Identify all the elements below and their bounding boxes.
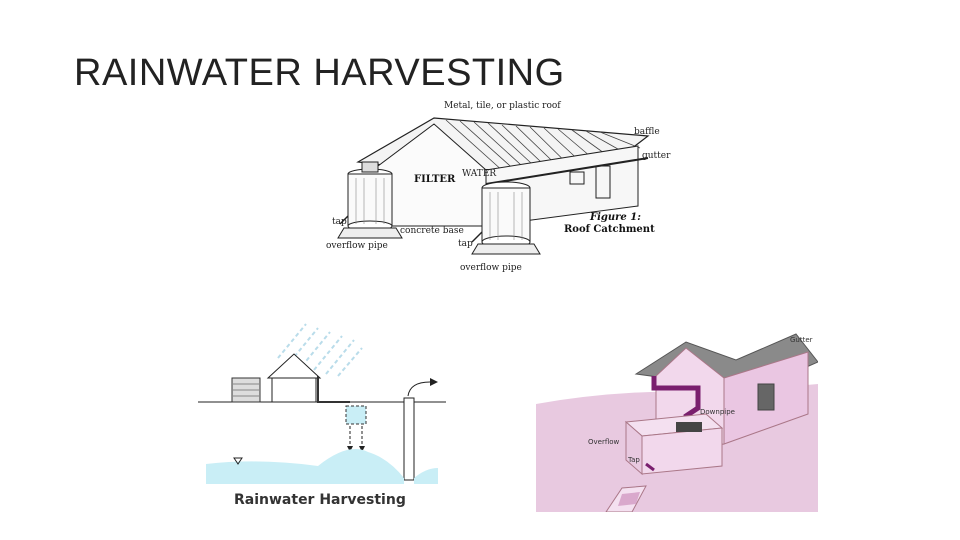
label-overflow: Overflow xyxy=(588,438,620,446)
roof-catchment-figure: Metal, tile, or plastic roof baffle gutt… xyxy=(318,96,684,280)
label-filter: FILTER xyxy=(414,174,456,185)
label-tap-right: tap xyxy=(458,239,473,249)
roof-catchment-drawing: Metal, tile, or plastic roof baffle gutt… xyxy=(326,101,671,273)
house-downpipe-illustration: Gutter Downpipe Overflow Tap xyxy=(536,318,819,513)
label-overflow-right: overflow pipe xyxy=(460,263,522,273)
label-overflow-left: overflow pipe xyxy=(326,241,388,251)
label-downpipe: Downpipe xyxy=(700,408,735,416)
figure2-caption: Rainwater Harvesting xyxy=(234,492,406,508)
figure1-caption-line1: Figure 1: xyxy=(589,212,641,223)
label-water: WATER xyxy=(462,169,496,179)
figure1-caption-line2: Roof Catchment xyxy=(564,224,655,235)
downpipe-drawing: Gutter Downpipe Overflow Tap xyxy=(536,333,819,513)
slide-title: RAINWATER HARVESTING xyxy=(74,52,565,94)
label-concrete-base: concrete base xyxy=(400,226,464,236)
label-baffle: baffle xyxy=(634,127,660,137)
harvesting-cross-section: Rainwater Harvesting xyxy=(198,323,446,508)
rainwater-harvesting-diagram: Rainwater Harvesting xyxy=(198,318,446,512)
label-tap-left: tap xyxy=(332,217,347,227)
label-roof: Metal, tile, or plastic roof xyxy=(444,101,561,111)
label-tap-pink: Tap xyxy=(627,456,640,464)
label-gutter-pink: Gutter xyxy=(790,336,813,344)
label-gutter: gutter xyxy=(642,151,671,161)
rain-icon xyxy=(277,323,363,377)
